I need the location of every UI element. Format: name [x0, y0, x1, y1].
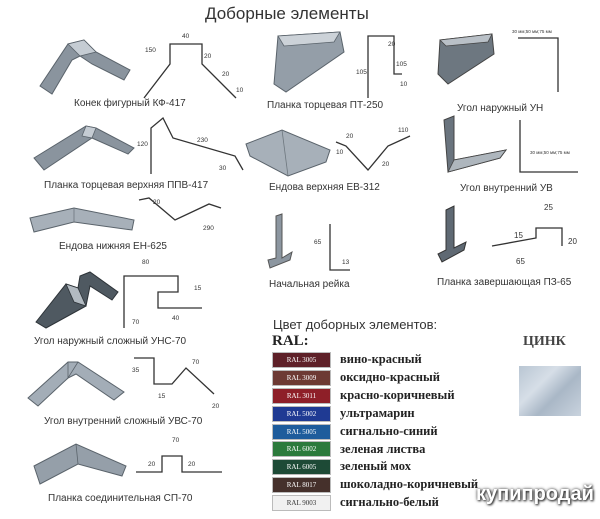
profile-drawing-kf417: 150 40 20 20 10	[143, 33, 244, 99]
dim-label: 65	[516, 257, 525, 266]
product-name: Конек фигурный КФ-417	[74, 98, 186, 109]
ral-swatch: RAL 3009	[272, 369, 331, 386]
profile-drawing-en625: 20 290	[138, 197, 222, 232]
ral-heading: RAL:	[272, 333, 309, 349]
dim-label: 35	[132, 367, 140, 374]
dim-label: 15	[194, 285, 202, 292]
product-name: Ендова верхняя ЕВ-312	[269, 182, 380, 193]
product-photo-un	[437, 33, 495, 85]
colors-title: Цвет доборных элементов:	[273, 317, 438, 332]
profile-drawing-un: 30 мм;50 мм;75 мм	[512, 29, 559, 92]
zinc-label: ЦИНК	[523, 334, 566, 349]
product-photo-uv	[443, 115, 508, 173]
watermark: купипродай	[476, 483, 594, 505]
dim-label: 20	[188, 461, 196, 468]
ral-swatch: RAL 9003	[272, 495, 331, 512]
dim-label: 20	[382, 161, 390, 168]
ral-color-name: красно-коричневый	[340, 387, 455, 402]
dim-label: 10	[236, 87, 244, 94]
product-name: Планка торцевая верхняя ППВ-417	[44, 180, 209, 191]
dim-label: 13	[342, 259, 350, 266]
product-name: Планка завершающая ПЗ-65	[437, 277, 572, 288]
dim-label: 40	[172, 315, 180, 322]
product-photo-ppv417	[33, 125, 135, 171]
profile-drawing-uns70: 80 15 70 40	[123, 259, 202, 328]
dim-label: 15	[514, 231, 523, 240]
product-name: Планка торцевая ПТ-250	[267, 100, 384, 111]
product-photo-pz65	[437, 205, 467, 263]
dim-label: 20	[212, 403, 220, 410]
profile-drawing-nachalnaya: 65 13	[314, 224, 350, 271]
dim-label: 30 мм;50 мм;75 мм	[530, 150, 570, 155]
dim-label: 120	[137, 141, 148, 148]
product-photo-ev312	[245, 129, 331, 177]
profile-drawing-uvs70: 70 35 15 20	[132, 357, 220, 410]
dim-label: 20	[568, 237, 577, 246]
dim-label: 20	[148, 461, 156, 468]
dim-label: 110	[398, 127, 409, 134]
profile-drawing-pt250: 105 20 105 10	[356, 35, 408, 98]
dim-label: 290	[203, 225, 214, 232]
dim-label: 10	[336, 149, 344, 156]
dim-label: 20	[204, 53, 212, 60]
profile-drawing-pz65: 25 15 20 65	[491, 203, 577, 266]
ral-color-name: оксидно-красный	[340, 369, 440, 384]
product-name: Угол наружный сложный УНС-70	[34, 336, 187, 347]
dim-label: 105	[356, 69, 367, 76]
profile-drawing-uv: 30 мм;50 мм;75 мм	[519, 120, 578, 173]
dim-label: 65	[314, 239, 322, 246]
ral-color-name: сигнально-белый	[340, 495, 439, 510]
product-photo-nachalnaya	[267, 213, 293, 269]
product-photo-sp70	[33, 443, 127, 485]
ral-swatch: RAL 3005	[272, 352, 331, 368]
ral-color-name: сигнально-синий	[340, 423, 438, 438]
ral-swatch: RAL 8017	[272, 477, 331, 494]
dim-label: 105	[396, 61, 407, 68]
dim-label: 150	[145, 47, 156, 54]
dim-label: 25	[544, 203, 553, 212]
ral-swatch: RAL 6005	[272, 459, 331, 476]
dim-label: 70	[132, 319, 140, 326]
ral-swatch: RAL 6002	[272, 441, 331, 458]
ral-swatch: RAL 5005	[272, 423, 331, 440]
ral-swatch: RAL 3011	[272, 387, 331, 404]
ral-color-name: шоколадно-коричневый	[340, 477, 479, 492]
dim-label: 40	[182, 33, 190, 40]
product-name: Угол внутренний УВ	[460, 183, 553, 194]
dim-label: 20	[388, 41, 396, 48]
product-name: Планка соединительная СП-70	[48, 493, 193, 504]
profile-drawing-ev312: 110 20 10 20	[335, 127, 411, 171]
dim-label: 10	[400, 81, 408, 88]
dim-label: 70	[172, 437, 180, 444]
ral-color-name: зеленая листва	[340, 441, 426, 456]
dim-label: 30	[219, 165, 227, 172]
ral-swatch: RAL 5002	[272, 405, 331, 422]
page-title: Доборные элементы	[205, 4, 369, 23]
dim-label: 80	[142, 259, 150, 266]
dim-label: 20	[222, 71, 230, 78]
ral-color-name: вино-красный	[340, 352, 422, 366]
product-name: Угол наружный УН	[457, 103, 544, 114]
dim-label: 230	[197, 137, 208, 144]
ral-color-name: ультрамарин	[340, 405, 415, 420]
product-name: Угол внутренний сложный УВС-70	[44, 416, 203, 427]
zinc-swatch	[519, 366, 581, 416]
product-photo-pt250	[273, 31, 345, 93]
profile-drawing-sp70: 70 20 20	[136, 437, 222, 473]
product-photo-uns70	[35, 271, 119, 329]
dim-label: 20	[153, 199, 161, 206]
dim-label: 15	[158, 393, 166, 400]
product-name: Ендова нижняя ЕН-625	[59, 241, 167, 252]
product-name: Начальная рейка	[269, 279, 350, 290]
dim-label: 70	[192, 359, 200, 366]
dim-label: 30 мм;50 мм;75 мм	[512, 29, 552, 34]
ral-color-name: зеленый мох	[340, 459, 411, 474]
product-photo-uvs70	[27, 361, 125, 407]
product-photo-kf417	[39, 39, 131, 95]
dim-label: 20	[346, 133, 354, 140]
profile-drawing-ppv417: 120 230 30	[137, 116, 244, 174]
product-photo-en625	[29, 207, 135, 233]
